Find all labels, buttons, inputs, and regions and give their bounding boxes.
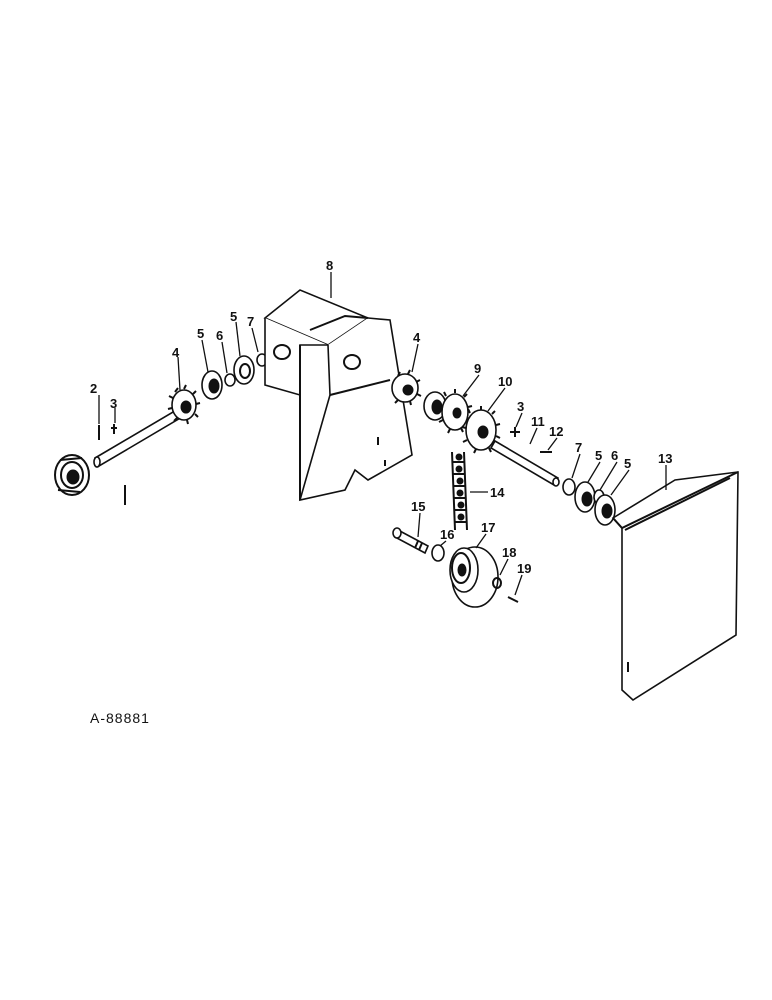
callout-10: 10 — [498, 374, 512, 389]
callout-13: 13 — [658, 451, 672, 466]
callout-3: 3 — [110, 396, 117, 411]
shaft-11 — [489, 439, 560, 487]
callout-6: 6 — [611, 448, 618, 463]
roller-chain-14 — [451, 451, 468, 531]
bushing-6a — [224, 373, 236, 387]
callout-9: 9 — [474, 361, 481, 376]
bolt-19 — [507, 596, 519, 603]
callout-4: 4 — [172, 345, 180, 360]
callout-5: 5 — [624, 456, 631, 471]
callout-4: 4 — [413, 330, 421, 345]
callout-18: 18 — [502, 545, 516, 560]
callout-12: 12 — [549, 424, 563, 439]
callout-19: 19 — [517, 561, 531, 576]
key-3-left — [111, 424, 117, 434]
callout-2: 2 — [90, 381, 97, 396]
flange-washer-5c — [574, 481, 596, 513]
collar-7b — [562, 478, 576, 496]
callout-6: 6 — [216, 328, 223, 343]
leader-lines — [98, 272, 667, 596]
flange-washer-5a — [201, 370, 223, 400]
callout-15: 15 — [411, 499, 425, 514]
sprocket-10 — [461, 406, 501, 454]
washer-18 — [492, 577, 502, 589]
sprocket-9 — [437, 389, 473, 434]
callout-17: 17 — [481, 520, 495, 535]
housing-bracket-8 — [263, 289, 413, 502]
callout-5: 5 — [595, 448, 602, 463]
callout-5: 5 — [230, 309, 237, 324]
left-sprocket — [167, 384, 201, 425]
shield-cover-13 — [611, 471, 739, 702]
flange-washer-5d — [594, 494, 616, 526]
spacer-16 — [431, 544, 445, 562]
left-pulley — [54, 454, 90, 496]
callout-7: 7 — [247, 314, 254, 329]
callout-3: 3 — [517, 399, 524, 414]
callout-11: 11 — [531, 414, 545, 429]
callout-5: 5 — [197, 326, 204, 341]
flange-washer-5b — [233, 355, 255, 385]
figure-code: A-88881 — [90, 710, 150, 726]
callout-16: 16 — [440, 527, 454, 542]
right-sprocket-4 — [391, 369, 422, 406]
callout-labels: 2 3 4 5 6 5 7 8 4 9 10 3 11 12 7 5 6 5 1… — [90, 258, 672, 576]
callout-14: 14 — [490, 485, 505, 500]
callout-8: 8 — [326, 258, 333, 273]
callout-7: 7 — [575, 440, 582, 455]
idler-pulley-17 — [449, 546, 499, 608]
stud-shaft-15 — [392, 527, 430, 555]
key-3-right — [510, 427, 520, 437]
